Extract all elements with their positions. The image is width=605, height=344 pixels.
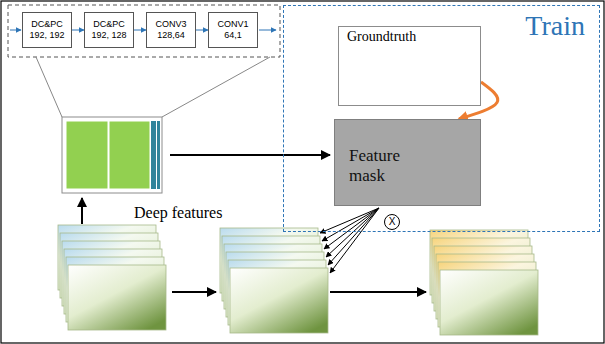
network-block: [62, 117, 162, 193]
mask-apply-arrow: [328, 208, 379, 265]
node-text: CONV3 128,64: [150, 19, 192, 41]
feature-map: [68, 265, 166, 330]
feature-map: [230, 268, 328, 333]
conv-layer: [157, 121, 160, 189]
flow-arrow: [330, 291, 426, 293]
caption-label: Deep features: [134, 205, 222, 221]
dcpc-layer: [109, 121, 150, 189]
layer-box: CONV1 64,1: [208, 12, 258, 48]
output-arrow: [259, 30, 276, 31]
flow-arrow: [134, 30, 146, 31]
zoom-frame: [8, 5, 280, 57]
zoom-line: [162, 57, 270, 117]
conv-layer: [151, 121, 156, 189]
multiply-sign: X: [389, 217, 396, 227]
node-text: Train: [525, 12, 585, 40]
mask-arrow: [170, 154, 330, 156]
up-arrow: [81, 198, 83, 224]
mask-apply-arrow: [324, 208, 379, 249]
groundtruth-box: Groundtruth: [338, 26, 481, 106]
dcpc-layer: [66, 121, 108, 189]
node-text: Groundtruth: [347, 29, 416, 44]
node-text: DC&PC 192, 192: [26, 19, 68, 41]
mask-apply-arrow: [326, 208, 379, 257]
train-region: TrainGroundtruthFeature mask: [283, 5, 600, 232]
zoom-line: [36, 57, 62, 117]
feature-map: [440, 270, 538, 335]
flow-arrow: [196, 30, 208, 31]
node-text: CONV1 64,1: [212, 19, 254, 41]
flow-arrow: [72, 30, 84, 31]
feature-mask-box: Feature mask: [334, 119, 481, 206]
mask-apply-arrow: [330, 208, 379, 273]
multiply-symbol: [385, 215, 400, 230]
flow-arrow: [172, 291, 216, 293]
mask-apply-arrow: [322, 208, 379, 241]
layer-box: DC&PC 192, 192: [22, 12, 72, 48]
layer-box: DC&PC 192, 128: [84, 12, 134, 48]
node-text: DC&PC 192, 128: [88, 19, 130, 41]
input-arrow: [10, 30, 21, 31]
layer-box: CONV3 128,64: [146, 12, 196, 48]
node-text: Feature mask: [349, 146, 424, 185]
